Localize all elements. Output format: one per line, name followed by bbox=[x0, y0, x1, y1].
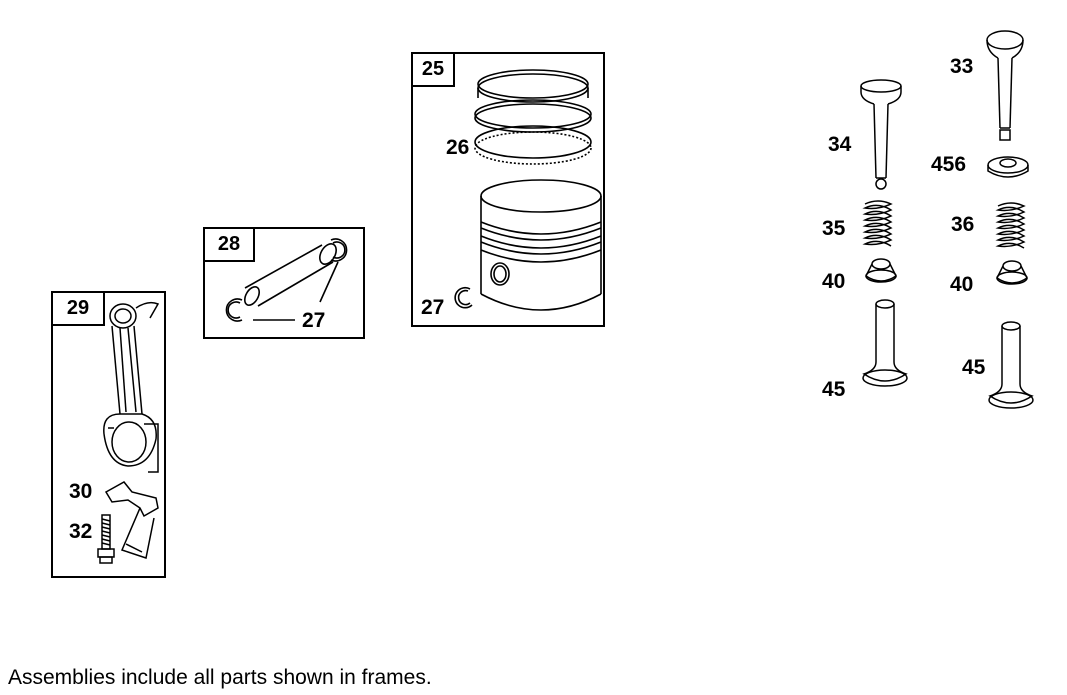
retaining-clip-icon bbox=[330, 238, 348, 262]
valve-tappet-icon bbox=[988, 321, 1034, 409]
assemblies-footnote: Assemblies include all parts shown in fr… bbox=[8, 666, 432, 689]
spring-retainer-icon bbox=[996, 260, 1028, 285]
valve-icon bbox=[986, 30, 1024, 141]
dipper-icon bbox=[104, 481, 159, 559]
callout-30: 30 bbox=[69, 480, 93, 503]
callout-26: 26 bbox=[446, 136, 470, 159]
callout-40-right: 40 bbox=[950, 273, 974, 296]
callout-40-left: 40 bbox=[822, 270, 846, 293]
retaining-clip-icon bbox=[454, 286, 473, 309]
spring-retainer-icon bbox=[865, 258, 897, 283]
frame-29: 29 bbox=[51, 291, 166, 578]
callout-456: 456 bbox=[931, 153, 967, 176]
valve-icon bbox=[860, 79, 902, 190]
leader-lines bbox=[253, 261, 339, 321]
callout-45-right: 45 bbox=[962, 356, 986, 379]
callout-27-pin: 27 bbox=[302, 309, 326, 332]
callout-27-piston: 27 bbox=[421, 296, 445, 319]
valve-spring-icon bbox=[995, 202, 1026, 249]
callout-33: 33 bbox=[950, 55, 974, 78]
callout-45-left: 45 bbox=[822, 378, 846, 401]
piston-icon bbox=[480, 179, 602, 311]
frame-29-tag: 29 bbox=[53, 293, 105, 326]
callout-34: 34 bbox=[828, 133, 852, 156]
callout-32: 32 bbox=[69, 520, 93, 543]
rod-bolt-icon bbox=[97, 514, 115, 564]
rotator-icon bbox=[987, 156, 1029, 178]
connecting-rod-icon bbox=[103, 301, 160, 473]
callout-35: 35 bbox=[822, 217, 846, 240]
valve-tappet-icon bbox=[862, 299, 908, 387]
retaining-clip-icon bbox=[225, 298, 243, 322]
frame-25-tag: 25 bbox=[413, 54, 455, 87]
frame-28-tag: 28 bbox=[205, 229, 255, 262]
callout-36: 36 bbox=[951, 213, 975, 236]
valve-spring-icon bbox=[862, 200, 893, 247]
piston-ring-icon bbox=[474, 69, 592, 165]
